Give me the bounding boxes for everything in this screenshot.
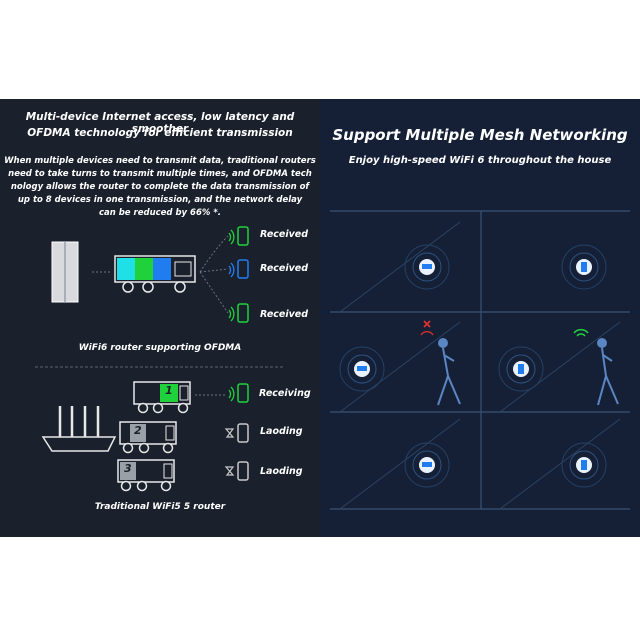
wifi5-router-icon: [41, 406, 117, 452]
truck-number: 3: [124, 462, 132, 475]
status-label: Laoding: [260, 466, 303, 477]
mesh-node-icon: [561, 442, 607, 488]
person-icon: [597, 338, 619, 406]
wifi-signal-icon: [228, 229, 235, 245]
wifi-signal-icon: [228, 386, 235, 402]
wifi5-caption: Traditional WiFi5 5 router: [94, 502, 226, 512]
phone-icon: [237, 259, 249, 279]
ofdma-panel: Multi-device Internet access, low latenc…: [0, 99, 320, 537]
ofdma-truck-icon: [114, 255, 196, 293]
truck-number: 1: [165, 384, 173, 397]
status-label: Receiving: [259, 388, 311, 399]
wifi5-truck-icon: [119, 421, 177, 454]
phone-icon: [237, 383, 249, 403]
status-label: Laoding: [260, 426, 303, 437]
mesh-node-icon: [498, 346, 544, 392]
mesh-node-icon: [404, 244, 450, 290]
mesh-node-icon: [339, 346, 385, 392]
ofdma-body-line: nology allows the router to complete the…: [10, 182, 310, 192]
truck-number: 2: [134, 424, 142, 437]
mesh-panel: Support Multiple Mesh Networking Enjoy h…: [320, 99, 640, 537]
ofdma-body-line: When multiple devices need to transmit d…: [4, 156, 316, 166]
mesh-node-icon: [404, 442, 450, 488]
status-label: Received: [260, 309, 309, 320]
ofdma-body-line: up to 8 devices in one transmission, and…: [17, 195, 303, 205]
mesh-subtitle: Enjoy high-speed WiFi 6 throughout the h…: [348, 155, 612, 166]
mesh-house-illustration: [330, 210, 630, 510]
wifi5-truck-icon: [117, 459, 175, 492]
ofdma-headline-line1: Multi-device Internet access, low latenc…: [25, 111, 295, 135]
no-signal-icon: [420, 320, 434, 336]
wifi6-illustration: [35, 226, 285, 492]
person-icon: [437, 338, 461, 406]
wifi-signal-icon: [228, 262, 235, 278]
wifi6-router-icon: [51, 241, 79, 303]
hourglass-icon: [224, 466, 235, 476]
ofdma-body-line: can be reduced by 66% *.: [98, 208, 222, 218]
wifi6-caption: WiFi6 router supporting OFDMA: [78, 343, 242, 353]
mesh-node-icon: [561, 244, 607, 290]
hourglass-icon: [224, 428, 235, 438]
wifi5-truck-icon: [133, 381, 191, 414]
phone-icon: [237, 423, 249, 443]
phone-icon: [237, 461, 249, 481]
status-label: Received: [260, 263, 309, 274]
ofdma-headline-line2: OFDMA technology for efficient transmiss…: [27, 127, 293, 139]
phone-icon: [237, 303, 249, 323]
ofdma-body-line: need to take turns to transmit multiple …: [8, 169, 312, 179]
status-label: Received: [260, 229, 309, 240]
wifi-signal-icon: [573, 328, 589, 337]
phone-icon: [237, 226, 249, 246]
wifi-signal-icon: [228, 306, 235, 322]
mesh-title: Support Multiple Mesh Networking: [332, 126, 628, 144]
